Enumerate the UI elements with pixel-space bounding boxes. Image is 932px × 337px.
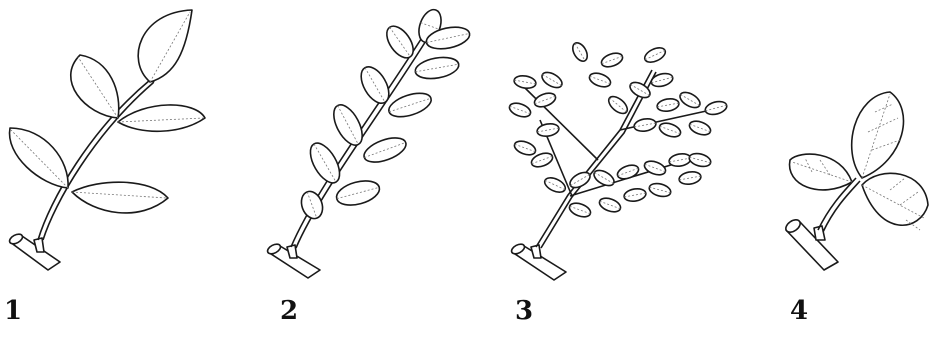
leaf-3-leaflet — [606, 93, 631, 116]
leaf-2-leaflet — [334, 177, 382, 210]
leaf-2-leaflet — [381, 22, 418, 63]
leaf-3-leaflet — [704, 99, 728, 116]
leaf-3-leaflet — [633, 117, 657, 133]
leaf-3-drawing — [508, 40, 729, 280]
leaf-3-leaflet — [533, 91, 558, 110]
leaf-4-leaflet-top — [852, 92, 904, 178]
leaf-3-leaflet — [536, 122, 560, 138]
leaf-2-leaflet — [355, 62, 394, 108]
leaf-3-leaflet — [588, 71, 613, 90]
leaf-3-leaflet — [570, 40, 590, 63]
panel-label-3: 3 — [515, 298, 533, 324]
leaf-1-leaflet-upper-left — [71, 55, 119, 118]
leaf-2-leaflet — [298, 188, 326, 221]
leaf-4-leaflet-right — [862, 173, 928, 230]
leaf-3-leaflet — [678, 170, 702, 186]
leaf-2-drawing — [266, 7, 472, 278]
leaf-4-drawing — [784, 92, 928, 270]
panel-label-2: 2 — [280, 298, 298, 324]
leaf-3-leaflet — [513, 74, 537, 90]
leaf-3-leaflet — [688, 119, 713, 138]
leaf-3-leaflet — [677, 89, 702, 110]
leaf-3-leaflet — [648, 181, 672, 198]
leaf-3-leaflet — [642, 45, 667, 65]
panel-label-4: 4 — [790, 298, 808, 324]
leaf-3-leaflets — [508, 40, 729, 219]
leaf-2-leaflet — [361, 133, 409, 167]
leaf-3-leaflet — [623, 187, 647, 203]
leaf-3-leaflet — [598, 196, 623, 215]
leaf-3-leaflet — [658, 121, 683, 140]
leaf-3-leaflet — [627, 79, 652, 100]
leaf-4-leaflet-left — [790, 154, 852, 190]
leaf-3-leaflet — [656, 97, 680, 113]
leaf-3-leaflet — [688, 151, 712, 168]
leaf-1-leaflet-right — [118, 105, 205, 131]
leaf-3-leaflet — [643, 159, 668, 178]
leaf-3-leaflet — [568, 201, 593, 220]
leaf-1-drawing — [8, 10, 205, 270]
leaf-1-leaflet-terminal — [138, 10, 192, 82]
leaf-1-leaflet-lower-right — [72, 182, 168, 213]
leaf-2-leaflet — [386, 89, 434, 122]
leaf-3-leaflet — [616, 163, 641, 182]
leaf-3-leaflet — [539, 69, 564, 90]
leaf-2-leaflet — [328, 100, 368, 149]
leaf-1-leaflet-left — [10, 128, 69, 188]
panel-label-1: 1 — [4, 298, 22, 324]
leaf-3-leaflet — [513, 139, 538, 158]
leaf-2-leaflet — [414, 54, 461, 81]
leaf-3-leaflet — [508, 101, 533, 120]
leaf-3-leaflet — [668, 152, 692, 168]
leaf-2-leaflets — [298, 7, 472, 222]
leaf-3-leaflet — [600, 51, 625, 70]
leaf-3-leaflet — [650, 71, 674, 88]
